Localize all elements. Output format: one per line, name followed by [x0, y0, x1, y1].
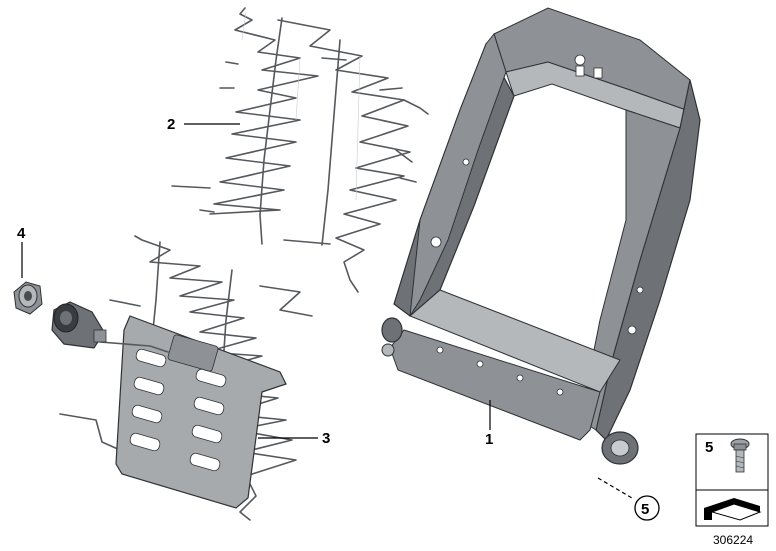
- leader-lines: [21, 123, 633, 499]
- lumbar-support-assembly: [59, 235, 313, 521]
- fastener-symbol-icon: [704, 498, 762, 521]
- reference-number: 306224: [713, 533, 753, 547]
- legend-item-number: 5: [705, 439, 713, 456]
- callout-1: 1: [485, 431, 493, 448]
- adjuster-knob: [13, 281, 43, 315]
- callout-2: 2: [167, 116, 175, 133]
- callout-3: 3: [322, 430, 330, 447]
- bolt-icon: [730, 438, 750, 473]
- spring-mat-upper: [171, 7, 429, 293]
- callout-4: 4: [17, 225, 26, 242]
- callout-5-circle: 5: [634, 495, 660, 521]
- callout-5: 5: [641, 501, 649, 518]
- legend-box: 5: [695, 433, 769, 527]
- lumbar-motor: [51, 301, 107, 349]
- backrest-frame: [381, 7, 701, 465]
